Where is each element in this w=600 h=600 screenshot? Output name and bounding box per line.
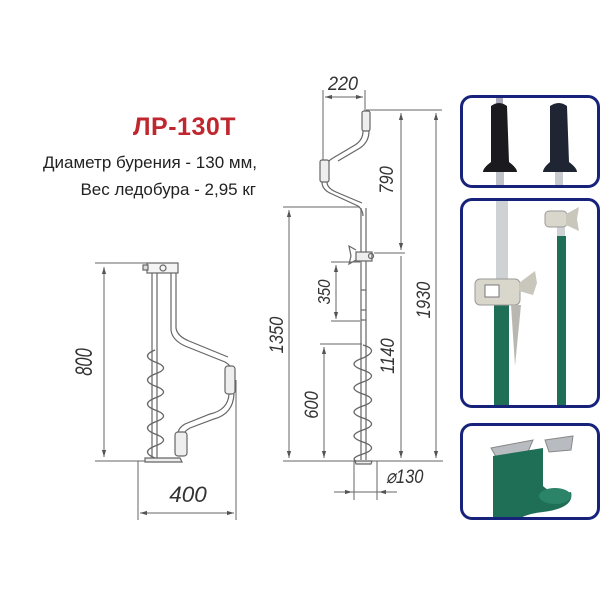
model-title: ЛР-130Т xyxy=(133,113,237,141)
cutting-blades-photo xyxy=(460,423,600,520)
dim-spiral-length: 600 xyxy=(301,391,323,419)
clamp-mechanism-photo xyxy=(460,198,600,408)
handle-grips-photo xyxy=(460,95,600,188)
dim-auger-bottom: 1140 xyxy=(377,338,399,373)
dim-upper-section: 790 xyxy=(376,166,398,194)
spec-diameter: Диаметр бурения - 130 мм, xyxy=(43,153,257,172)
handle-grip-left-icon xyxy=(483,103,517,172)
folded-dimension-lines xyxy=(95,262,237,520)
dim-total-length: 1930 xyxy=(413,282,435,319)
dim-adjust-range: 350 xyxy=(314,279,335,305)
spec-weight: Вес ледобура - 2,95 кг xyxy=(80,180,256,199)
dim-diameter: ⌀130 xyxy=(386,466,423,488)
dim-folded-width: 400 xyxy=(169,482,207,507)
assembled-auger-drawing xyxy=(319,110,375,465)
handle-grip-right-icon xyxy=(543,103,577,172)
folded-auger-drawing xyxy=(142,262,236,463)
dim-lower-section: 1350 xyxy=(266,317,288,354)
assembled-dimension-lines xyxy=(283,90,443,500)
dim-handle-offset: 220 xyxy=(327,72,359,94)
dim-folded-height: 800 xyxy=(71,348,98,376)
